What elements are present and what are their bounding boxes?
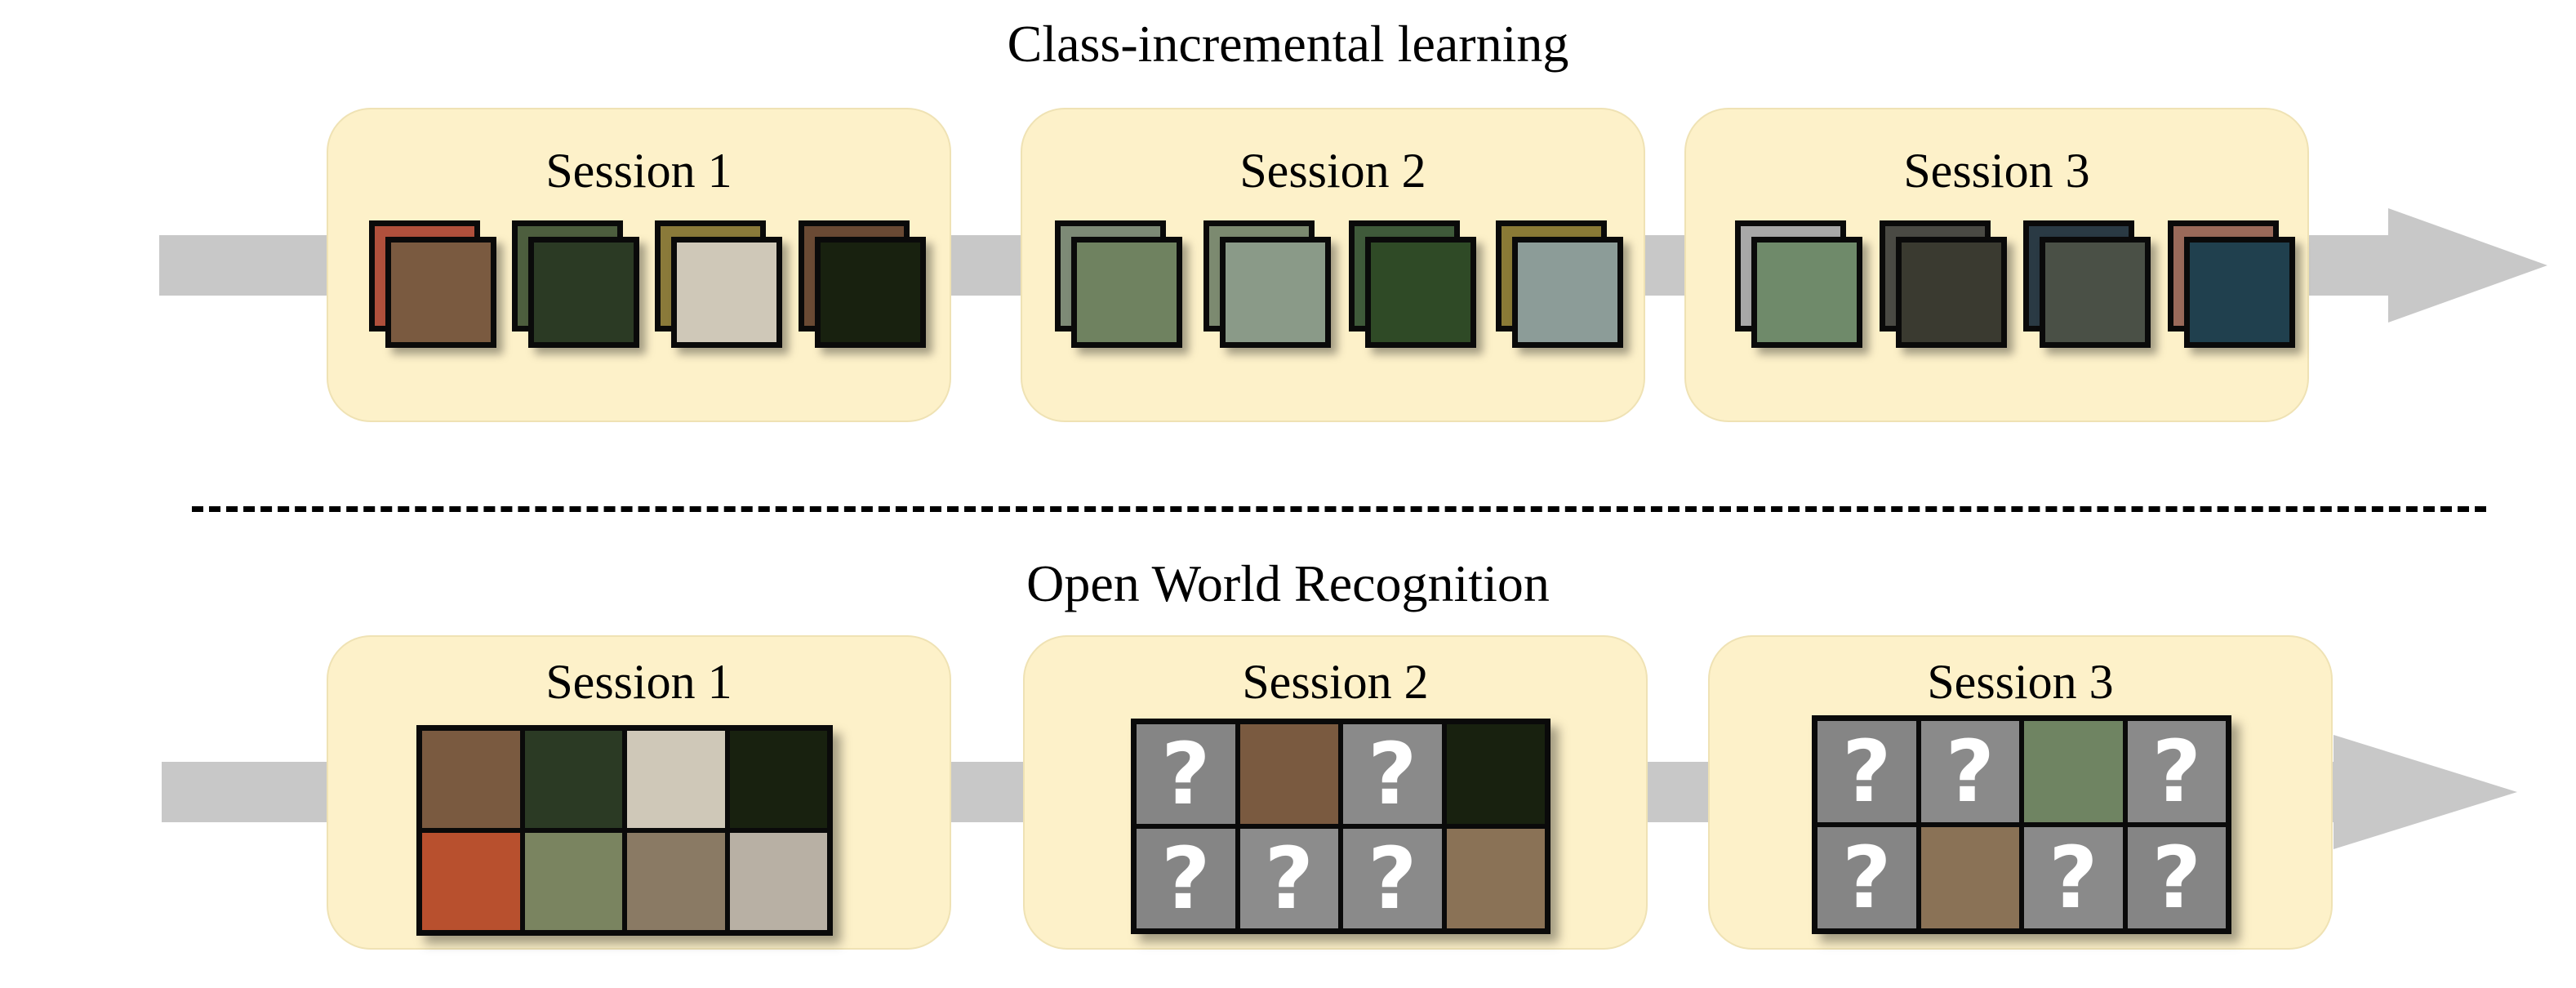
question-mark (1447, 829, 1546, 928)
grid-cell (422, 731, 520, 828)
grid-cell: ? (1920, 721, 2019, 822)
image-stack (655, 220, 782, 348)
bottom-session-2-label: Session 2 (1242, 655, 1429, 709)
image-tile-front (1512, 237, 1623, 348)
top-session-2-label: Session 2 (1239, 144, 1426, 198)
grid-cell (1239, 724, 1339, 824)
image-stack (1055, 220, 1182, 348)
image-stack (799, 220, 926, 348)
grid-cell: ? (2127, 827, 2226, 928)
question-mark (627, 833, 725, 930)
image-tile-front (385, 237, 496, 348)
bottom-session-1: Session 1 (327, 635, 951, 950)
grid-cell: ? (1343, 724, 1442, 824)
grid-cell (1920, 827, 2020, 928)
grid-cell: ? (1239, 829, 1338, 928)
grid-cell: ? (1343, 829, 1442, 928)
image-tile-front (2040, 237, 2151, 348)
image-grid: ? ? ? ? ? ? (1812, 715, 2231, 934)
image-stack (2023, 220, 2151, 348)
image-stack (512, 220, 639, 348)
question-mark: ? (1842, 722, 1892, 821)
grid-cell (627, 833, 725, 930)
grid-cell (422, 833, 520, 930)
question-mark (422, 731, 520, 828)
image-stack (1735, 220, 1862, 348)
image-grid (416, 725, 833, 936)
question-mark: ? (1368, 829, 1417, 928)
question-mark (1447, 724, 1546, 824)
bottom-session-2: Session 2 ? ? ? ? ? (1023, 635, 1648, 950)
grid-cell (524, 731, 623, 828)
question-mark: ? (1368, 724, 1417, 824)
image-tile-front (1365, 237, 1476, 348)
image-tile-front (1751, 237, 1862, 348)
image-tile-front (2184, 237, 2295, 348)
bottom-session-3-label: Session 3 (1927, 655, 2114, 709)
question-mark: ? (1945, 722, 1995, 821)
top-session-1-label: Session 1 (545, 144, 732, 198)
image-stack (2168, 220, 2295, 348)
question-mark: ? (2049, 828, 2098, 928)
question-mark: ? (1161, 724, 1211, 824)
image-tile-front (1896, 237, 2007, 348)
top-session-1: Session 1 (327, 108, 951, 422)
grid-cell (2024, 721, 2123, 822)
image-tile-front (1071, 237, 1182, 348)
question-mark (422, 833, 520, 930)
question-mark: ? (1264, 829, 1314, 928)
grid-cell (729, 833, 828, 930)
image-tile-front (1220, 237, 1331, 348)
question-mark (627, 731, 725, 828)
top-title: Class-incremental learning (1007, 15, 1569, 73)
image-tile-front (528, 237, 639, 348)
grid-cell: ? (2127, 721, 2226, 822)
grid-cell (627, 731, 725, 828)
dashed-divider (192, 506, 2486, 512)
question-mark (1240, 724, 1339, 824)
image-stack (1203, 220, 1331, 348)
bottom-session-1-label: Session 1 (545, 655, 732, 709)
image-stack (369, 220, 496, 348)
grid-cell: ? (1137, 829, 1235, 928)
question-mark (1921, 827, 2020, 928)
bottom-session-3: Session 3 ? ? ? ? ? ? (1708, 635, 2333, 950)
question-mark (525, 731, 623, 828)
image-stack (1496, 220, 1623, 348)
question-mark: ? (2151, 722, 2201, 821)
grid-cell: ? (1817, 827, 1916, 928)
top-session-3-label: Session 3 (1903, 144, 2090, 198)
question-mark (2024, 721, 2123, 822)
image-tile-front (815, 237, 926, 348)
image-stack (1349, 220, 1476, 348)
grid-cell: ? (1137, 724, 1235, 824)
image-stack (1880, 220, 2007, 348)
grid-cell: ? (1817, 721, 1916, 822)
grid-cell: ? (2024, 827, 2123, 928)
grid-cell (729, 731, 828, 828)
question-mark: ? (1161, 829, 1211, 928)
grid-cell (1446, 829, 1546, 928)
question-mark: ? (2151, 828, 2201, 928)
top-session-3: Session 3 (1684, 108, 2309, 422)
question-mark (730, 731, 828, 828)
top-session-2: Session 2 (1021, 108, 1645, 422)
image-tile-front (671, 237, 782, 348)
bottom-title: Open World Recognition (1026, 554, 1550, 612)
question-mark (525, 833, 623, 930)
question-mark: ? (1842, 828, 1892, 928)
grid-cell (1446, 724, 1546, 824)
question-mark (730, 833, 828, 930)
grid-cell (524, 833, 623, 930)
image-grid: ? ? ? ? ? (1131, 719, 1550, 934)
